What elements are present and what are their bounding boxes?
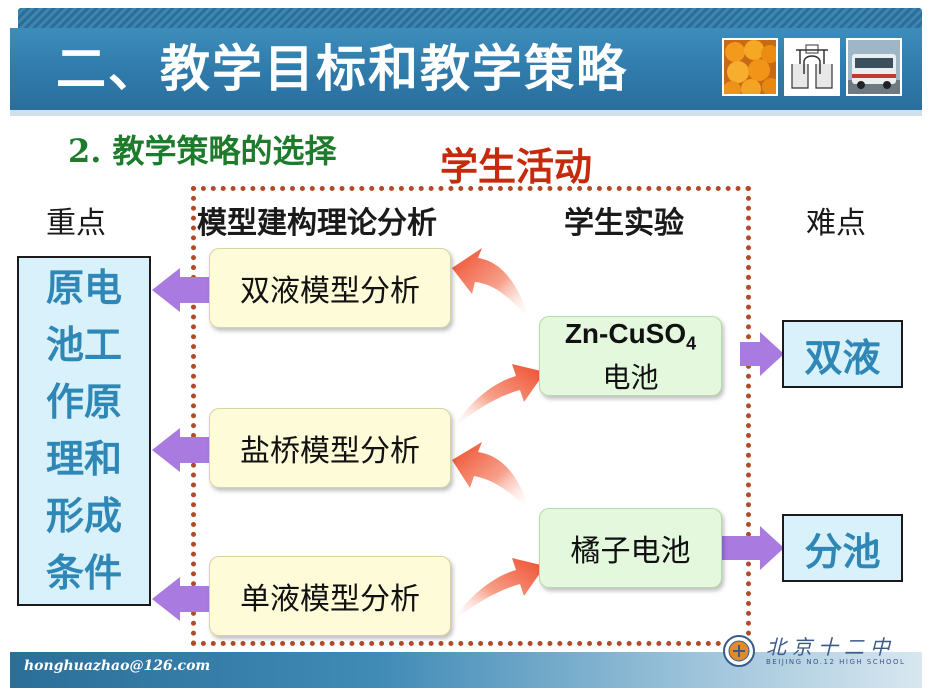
double-liquid-difficulty-box: 双液	[782, 320, 903, 388]
experiments-heading: 学生实验	[564, 206, 684, 241]
separate-cell-difficulty-label: 分池	[804, 529, 881, 574]
single-liquid-model-label: 单液模型分析	[240, 582, 420, 617]
single-liquid-model-box: 单液模型分析	[209, 556, 451, 636]
orange-cell-label: 橘子电池	[570, 534, 691, 569]
school-name-en: BEIJING NO.12 HIGH SCHOOL	[766, 658, 906, 666]
key-point-text: 原电池工作原理和形成条件	[45, 266, 122, 595]
key-point-box: 原电池工作原理和形成条件	[17, 256, 151, 606]
salt-bridge-model-box: 盐桥模型分析	[209, 408, 451, 488]
separate-cell-difficulty-box: 分池	[782, 514, 903, 582]
double-liquid-model-box: 双液模型分析	[209, 248, 451, 328]
key-points-heading: 重点	[46, 206, 106, 241]
student-activity-label: 学生活动	[440, 145, 593, 189]
section-subtitle: 2. 教学策略的选择	[68, 132, 337, 170]
zn-cuso4-formula-text: Zn-CuSO	[564, 318, 687, 350]
zn-cuso4-formula: Zn-CuSO4	[565, 317, 696, 361]
apparatus-sketch	[784, 38, 840, 96]
header-top-strip	[18, 8, 922, 30]
salt-bridge-model-label: 盐桥模型分析	[240, 434, 420, 469]
school-logo-icon	[723, 635, 755, 667]
double-liquid-difficulty-label: 双液	[804, 335, 881, 380]
orange-cell-box: 橘子电池	[539, 508, 722, 588]
page-title: 二、教学目标和教学策略	[56, 40, 628, 98]
student-activity-frame	[191, 186, 751, 646]
double-liquid-model-label: 双液模型分析	[240, 274, 420, 309]
difficulties-heading: 难点	[806, 206, 866, 241]
model-analysis-heading: 模型建构理论分析	[197, 206, 437, 241]
school-name-cn: 北京十二中	[766, 635, 896, 659]
zn-cuso4-cell-box: Zn-CuSO4 电池	[539, 316, 722, 396]
oranges-photo	[722, 38, 778, 96]
bus-photo	[846, 38, 902, 96]
footer-email: honghuazhao@126.com	[24, 658, 211, 674]
zn-cuso4-suffix: 电池	[602, 360, 659, 394]
footer-bar	[10, 652, 922, 688]
zn-cuso4-subscript: 4	[686, 333, 697, 354]
header-underline	[10, 110, 922, 116]
